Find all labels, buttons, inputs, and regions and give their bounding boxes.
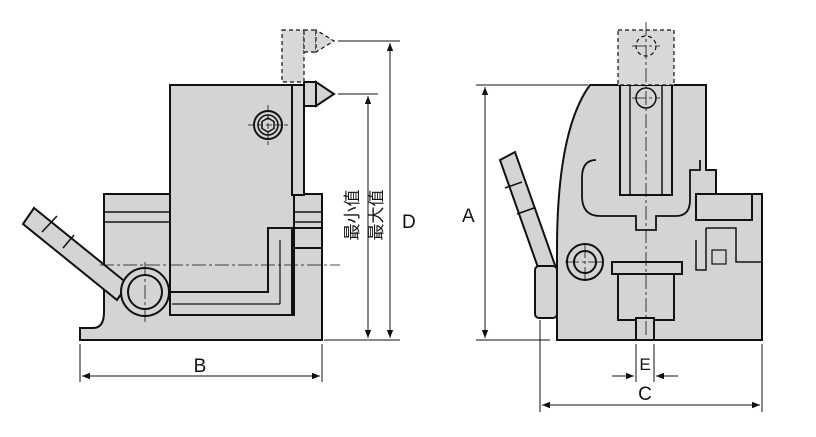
center-point-raised-dashed (281, 28, 336, 83)
side-front-plate (291, 84, 305, 196)
label-d: D (402, 212, 416, 233)
center-point-solid (303, 80, 336, 108)
dimension-lines (79, 40, 763, 412)
front-view (556, 84, 763, 341)
label-b: B (194, 356, 207, 377)
label-c: C (638, 384, 652, 405)
label-min-value: 最小值 (343, 190, 363, 241)
hex-socket-screw-icon (248, 105, 288, 145)
side-view (79, 84, 323, 341)
front-handle (498, 150, 558, 319)
label-e: E (639, 355, 650, 374)
label-a: A (462, 206, 475, 227)
front-body (556, 84, 763, 341)
label-max-value: 最大值 (367, 190, 387, 241)
